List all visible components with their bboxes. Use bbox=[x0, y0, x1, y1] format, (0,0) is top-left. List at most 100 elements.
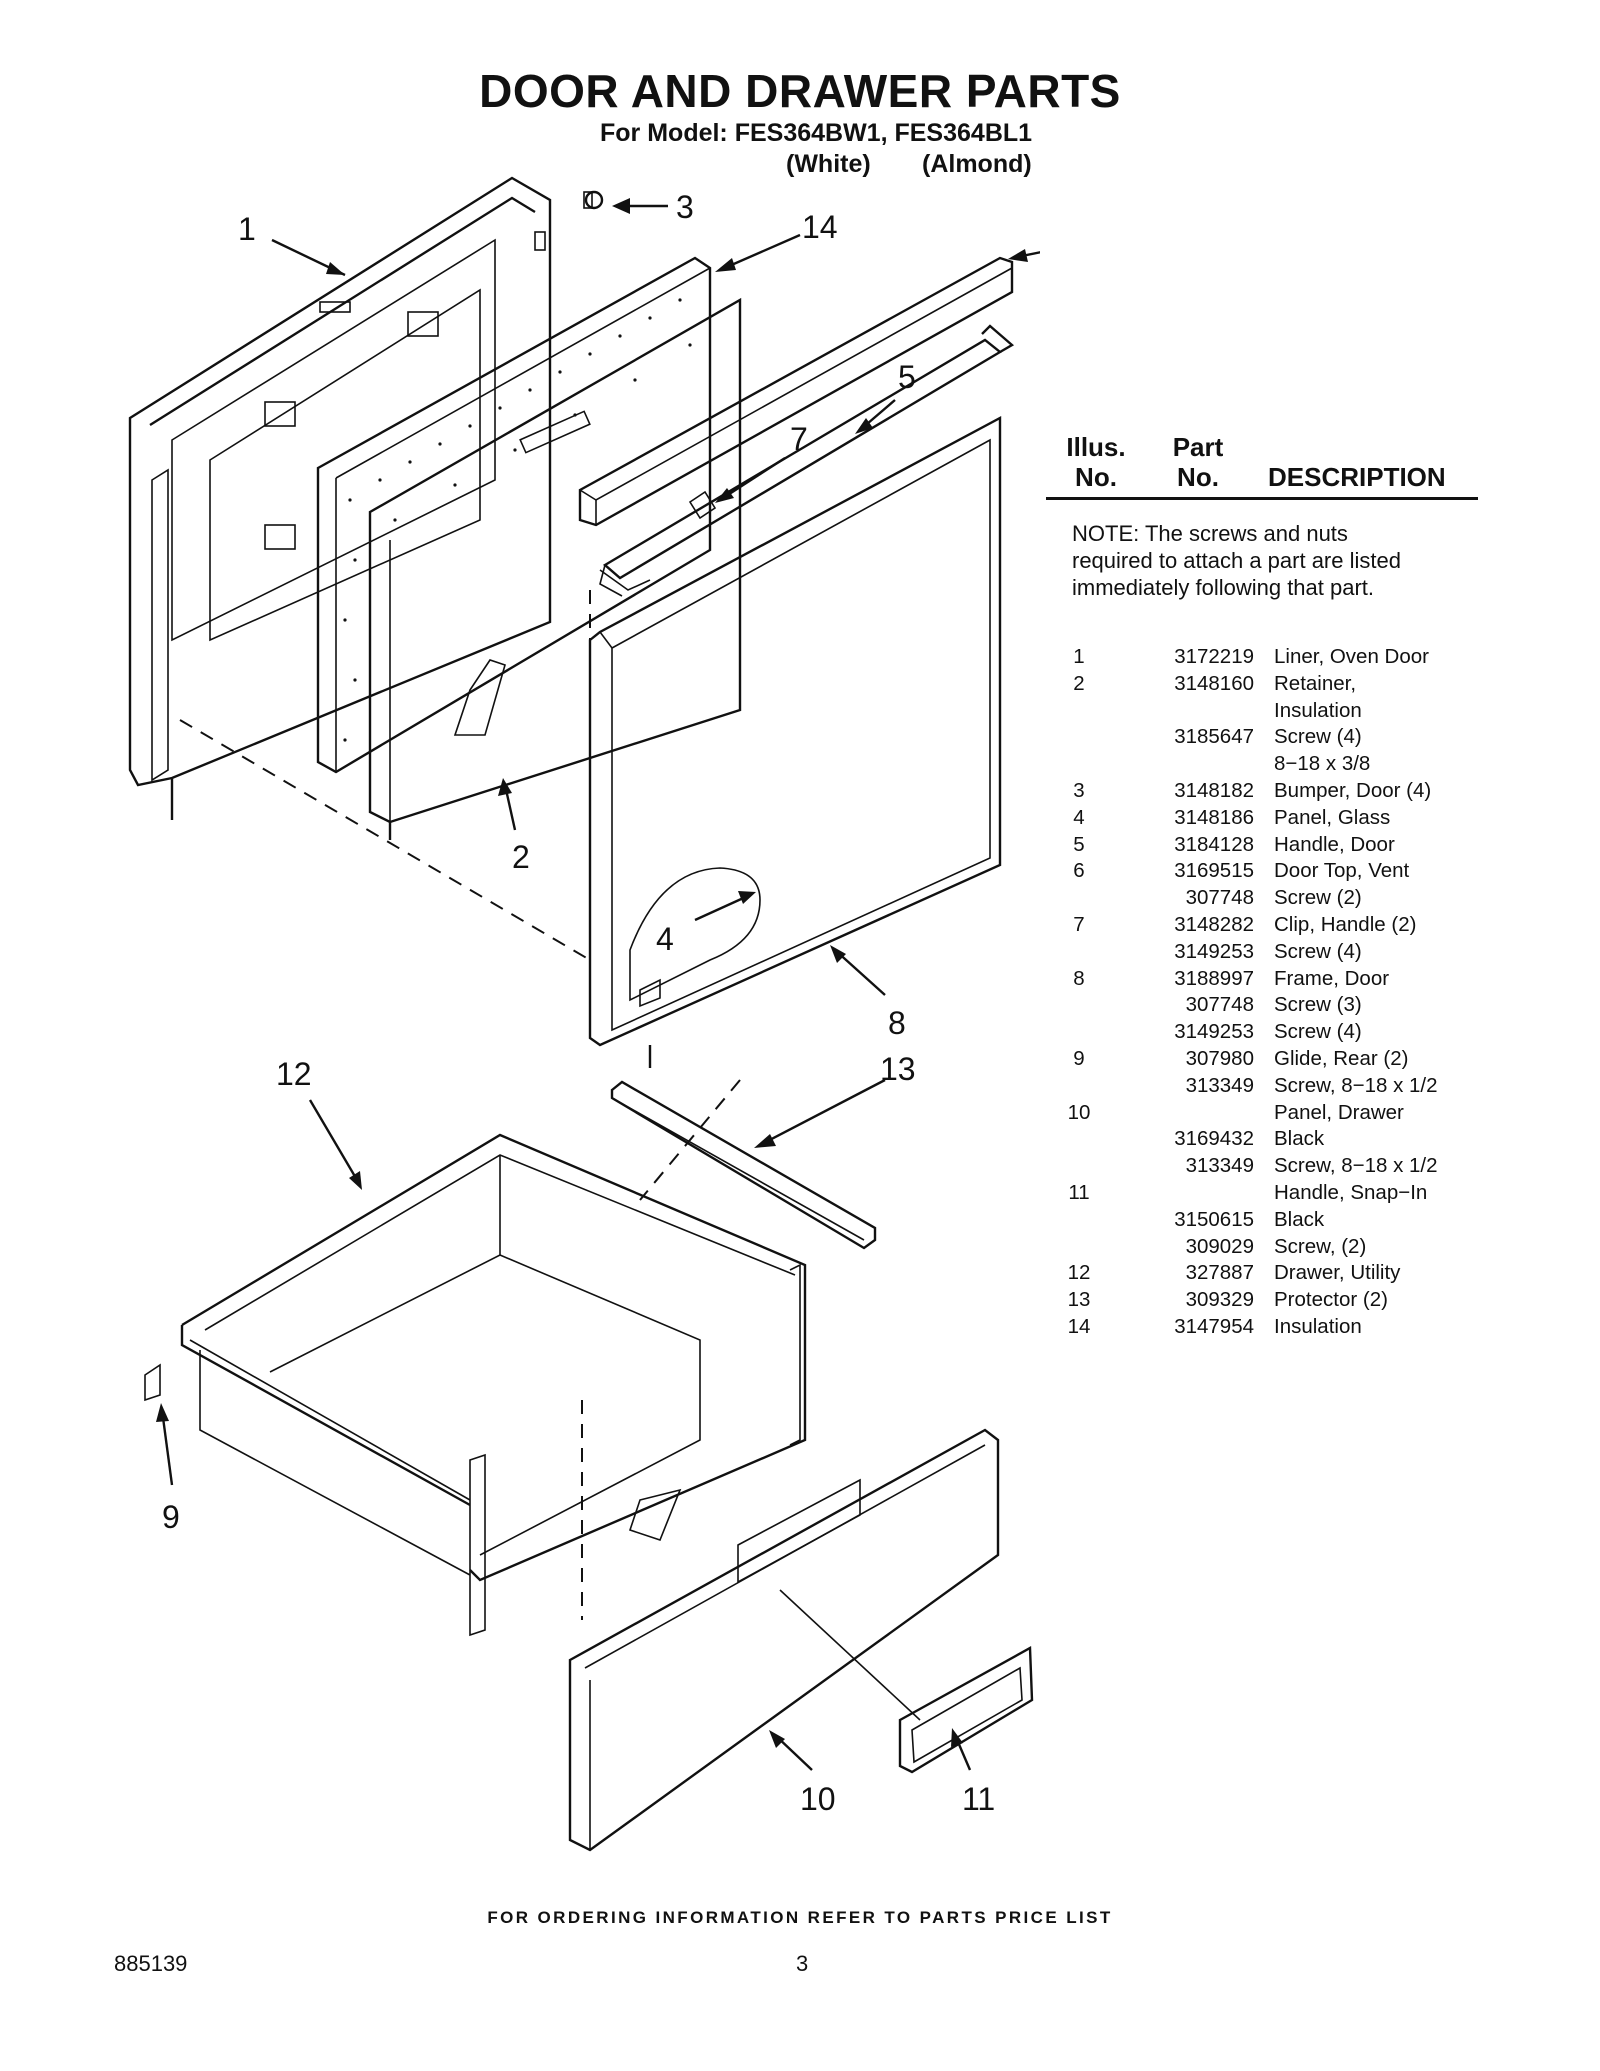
part-no-cell: 313349 bbox=[1185, 1073, 1254, 1097]
description-cell: Insulation bbox=[1274, 1314, 1362, 1338]
table-row: 313349 Screw, 8−18 x 1/2 bbox=[1052, 1153, 1504, 1180]
snap-in-handle-drawing bbox=[779, 1589, 1034, 1774]
part-no-cell: 3148186 bbox=[1174, 805, 1254, 829]
illus-no-cell: 9 bbox=[1073, 1046, 1085, 1070]
illus-no-header: Illus. No. bbox=[1046, 432, 1146, 492]
part-no-cell: 3184128 bbox=[1174, 832, 1254, 856]
illus-no-cell bbox=[1052, 1234, 1106, 1261]
illus-header-line2: No. bbox=[1075, 462, 1117, 492]
document-number: 885139 bbox=[114, 1951, 188, 1976]
illus-no-cell bbox=[1052, 1207, 1106, 1234]
callout-10: 10 bbox=[800, 1781, 836, 1817]
description-cell: Frame, Door bbox=[1274, 966, 1390, 990]
part-header-line1: Part bbox=[1172, 432, 1224, 462]
table-row: 307748 Screw (2) bbox=[1052, 885, 1504, 912]
description-cell: Screw (4) bbox=[1274, 939, 1362, 963]
part-no-cell: 307748 bbox=[1185, 886, 1254, 910]
table-row: 8−18 x 3/8 bbox=[1052, 751, 1504, 778]
callout-13: 13 bbox=[880, 1051, 916, 1087]
illus-no-cell bbox=[1052, 1073, 1106, 1100]
description-cell: Screw, 8−18 x 1/2 bbox=[1274, 1154, 1438, 1178]
table-row: 8 3188997 Frame, Door bbox=[1052, 966, 1504, 993]
illus-no-cell: 13 bbox=[1067, 1288, 1091, 1312]
part-header-line2: No. bbox=[1177, 462, 1219, 492]
illus-no-cell bbox=[1052, 992, 1106, 1019]
oven-door-liner-drawing bbox=[128, 176, 552, 820]
part-no-cell: 3149253 bbox=[1174, 1020, 1254, 1044]
callout-5: 5 bbox=[898, 359, 916, 395]
description-cell: Liner, Oven Door bbox=[1274, 645, 1429, 668]
illus-no-cell bbox=[1052, 939, 1106, 966]
description-cell: Insulation bbox=[1274, 698, 1362, 722]
illus-no-cell: 14 bbox=[1067, 1314, 1091, 1338]
description-cell: Retainer, bbox=[1274, 671, 1357, 695]
illus-no-cell: 7 bbox=[1073, 912, 1085, 936]
part-no-header: Part No. bbox=[1148, 432, 1248, 492]
callout-1: 1 bbox=[238, 211, 256, 247]
description-cell: Drawer, Utility bbox=[1274, 1261, 1401, 1285]
illus-no-cell bbox=[1052, 698, 1106, 725]
part-no-cell: 3169432 bbox=[1174, 1127, 1254, 1151]
table-row: Insulation bbox=[1052, 698, 1504, 725]
part-no-cell: 313349 bbox=[1185, 1154, 1254, 1178]
part-no-cell bbox=[1106, 1100, 1274, 1127]
part-no-cell: 307980 bbox=[1185, 1046, 1254, 1070]
table-row: 3149253 Screw (4) bbox=[1052, 939, 1504, 966]
description-cell: Black bbox=[1274, 1127, 1325, 1151]
description-cell: Screw (4) bbox=[1274, 725, 1362, 749]
model-line: For Model: FES364BW1, FES364BL1 bbox=[600, 119, 1033, 147]
description-cell: Screw, (2) bbox=[1274, 1234, 1367, 1258]
illus-no-cell: 3 bbox=[1073, 778, 1085, 802]
drawer-panel-drawing bbox=[568, 1428, 1000, 1852]
illus-no-cell: 2 bbox=[1073, 671, 1085, 695]
door-frame-drawing bbox=[588, 415, 1002, 1068]
illus-no-cell bbox=[1052, 1153, 1106, 1180]
description-cell: Bumper, Door (4) bbox=[1274, 778, 1432, 802]
description-cell: Door Top, Vent bbox=[1274, 859, 1410, 883]
part-no-cell bbox=[1106, 1180, 1274, 1207]
illus-no-cell: 4 bbox=[1073, 805, 1085, 829]
callout-12: 12 bbox=[276, 1056, 312, 1092]
illus-no-cell: 12 bbox=[1067, 1261, 1091, 1285]
callout-labels: 1 2 3 4 5 6 7 8 9 10 11 12 13 14 bbox=[162, 189, 995, 1817]
illus-no-cell bbox=[1052, 1126, 1106, 1153]
illus-no-cell: 6 bbox=[1073, 859, 1085, 883]
description-cell: Screw (2) bbox=[1274, 886, 1362, 910]
part-no-cell: 3147954 bbox=[1174, 1314, 1254, 1338]
table-row: 3150615 Black bbox=[1052, 1207, 1504, 1234]
part-no-cell: 3188997 bbox=[1174, 966, 1254, 990]
callout-14: 14 bbox=[802, 209, 838, 245]
part-no-cell: 3150615 bbox=[1174, 1207, 1254, 1231]
retainer-drawing bbox=[368, 297, 742, 840]
description-cell: Screw, 8−18 x 1/2 bbox=[1274, 1073, 1438, 1097]
illus-no-cell: 8 bbox=[1073, 966, 1085, 990]
part-no-cell: 307748 bbox=[1185, 993, 1254, 1017]
page-title: DOOR AND DRAWER PARTS bbox=[479, 65, 1121, 117]
callout-11: 11 bbox=[962, 1781, 995, 1817]
illus-no-cell bbox=[1052, 724, 1106, 751]
callout-9: 9 bbox=[162, 1499, 180, 1535]
description-cell: Black bbox=[1274, 1207, 1325, 1231]
protector-drawing bbox=[610, 1080, 877, 1250]
table-row: 313349 Screw, 8−18 x 1/2 bbox=[1052, 1073, 1504, 1100]
illus-no-cell bbox=[1052, 1019, 1106, 1046]
header-rule bbox=[1046, 497, 1478, 500]
description-cell: Clip, Handle (2) bbox=[1274, 912, 1417, 936]
description-cell: Protector (2) bbox=[1274, 1288, 1388, 1312]
description-cell: Handle, Snap−In bbox=[1274, 1180, 1428, 1204]
description-header: DESCRIPTION bbox=[1268, 462, 1446, 492]
description-cell: 8−18 x 3/8 bbox=[1274, 752, 1371, 776]
illus-no-cell: 1 bbox=[1073, 645, 1085, 668]
part-no-cell: 3149253 bbox=[1174, 939, 1254, 963]
illus-no-cell: 5 bbox=[1073, 832, 1085, 856]
